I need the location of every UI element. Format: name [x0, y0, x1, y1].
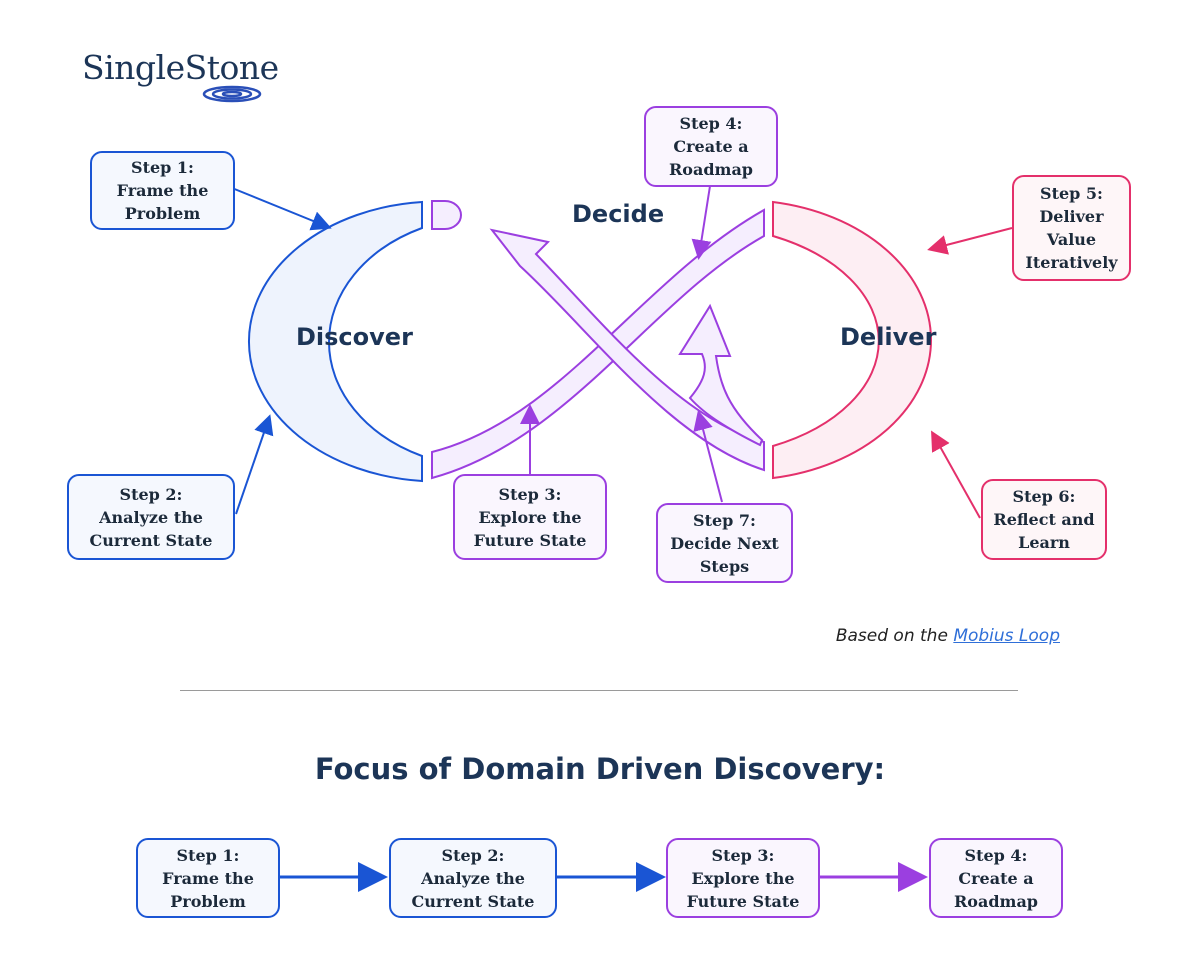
step-7-line-2: Decide Next	[670, 533, 779, 553]
discover-cap	[431, 200, 462, 230]
focus-step-4-line-2: Create a	[958, 868, 1034, 888]
step-2-line-3: Current State	[89, 530, 213, 550]
deliver-label: Deliver	[840, 323, 937, 351]
step-5-line-2: Deliver	[1039, 207, 1104, 226]
focus-step-4-box: Step 4: Create a Roadmap	[929, 838, 1063, 918]
focus-step-3-line-2: Explore the	[691, 868, 795, 888]
focus-step-3-line-3: Future State	[686, 891, 800, 911]
step-3-box: Step 3: Explore the Future State	[453, 474, 607, 560]
mobius-loop-link[interactable]: Mobius Loop	[953, 626, 1060, 646]
step-2-box: Step 2: Analyze the Current State	[67, 474, 235, 560]
singlestone-logo: SingleStone	[82, 48, 292, 108]
focus-step-2-line-2: Analyze the	[421, 868, 525, 888]
step-1-line-2: Frame the	[116, 181, 209, 200]
credit-prefix: Based on the	[835, 626, 948, 646]
decide-label: Decide	[572, 200, 665, 228]
step1-pointer	[231, 187, 332, 231]
focus-step-2-line-3: Current State	[411, 891, 535, 911]
step-5-line-4: Iteratively	[1025, 253, 1118, 272]
deliver-band	[772, 200, 932, 480]
step-5-line-3: Value	[1046, 230, 1097, 249]
step2-pointer	[235, 414, 274, 515]
step-6-box: Step 6: Reflect and Learn	[981, 479, 1107, 560]
step-2-line-1: Step 2:	[119, 484, 183, 504]
step-6-line-3: Learn	[1018, 533, 1070, 552]
step-4-line-1: Step 4:	[679, 114, 743, 133]
step-3-line-2: Explore the	[478, 507, 582, 527]
decide-up-arrow	[678, 303, 764, 447]
focus-step-1-line-2: Frame the	[162, 868, 254, 888]
discover-label: Discover	[296, 323, 413, 351]
step-3-line-3: Future State	[473, 530, 587, 550]
step-2-line-2: Analyze the	[99, 507, 203, 527]
section-divider	[180, 690, 1018, 691]
focus-step-4-line-1: Step 4:	[964, 845, 1028, 865]
focus-step-3-box: Step 3: Explore the Future State	[666, 838, 820, 918]
focus-step-1-line-1: Step 1:	[176, 845, 240, 865]
focus-step-1-line-3: Problem	[170, 891, 246, 911]
step-7-line-1: Step 7:	[693, 510, 756, 530]
decide-band-falling	[489, 228, 765, 472]
step6-pointer	[931, 430, 981, 519]
decide-band-rising	[431, 208, 765, 480]
step5-pointer	[927, 227, 1013, 255]
step-4-line-2: Create a	[673, 137, 749, 156]
credit-line: Based on the Mobius Loop	[820, 626, 1060, 646]
focus-step-2-box: Step 2: Analyze the Current State	[389, 838, 557, 918]
ripple-icon	[202, 85, 262, 103]
step-1-box: Step 1: Frame the Problem	[90, 151, 235, 230]
focus-step-1-box: Step 1: Frame the Problem	[136, 838, 280, 918]
step-6-line-1: Step 6:	[1012, 487, 1076, 506]
step-5-box: Step 5: Deliver Value Iteratively	[1012, 175, 1131, 281]
step-1-line-3: Problem	[124, 204, 201, 223]
logo-text: SingleStone	[82, 48, 279, 87]
step-4-line-3: Roadmap	[668, 160, 753, 179]
step-7-box: Step 7: Decide Next Steps	[656, 503, 793, 583]
step-5-line-1: Step 5:	[1040, 184, 1103, 203]
step-1-line-1: Step 1:	[131, 158, 194, 177]
step-6-line-2: Reflect and	[993, 510, 1095, 529]
focus-step-4-line-3: Roadmap	[953, 891, 1038, 911]
step-3-line-1: Step 3:	[498, 484, 562, 504]
step-4-box: Step 4: Create a Roadmap	[644, 106, 778, 187]
discover-band	[247, 200, 423, 483]
step4-pointer	[691, 185, 712, 260]
focus-title: Focus of Domain Driven Discovery:	[314, 752, 886, 786]
focus-step-3-line-1: Step 3:	[711, 845, 775, 865]
step7-pointer	[693, 410, 723, 503]
step-7-line-3: Steps	[699, 556, 750, 576]
focus-step-2-line-1: Step 2:	[441, 845, 505, 865]
